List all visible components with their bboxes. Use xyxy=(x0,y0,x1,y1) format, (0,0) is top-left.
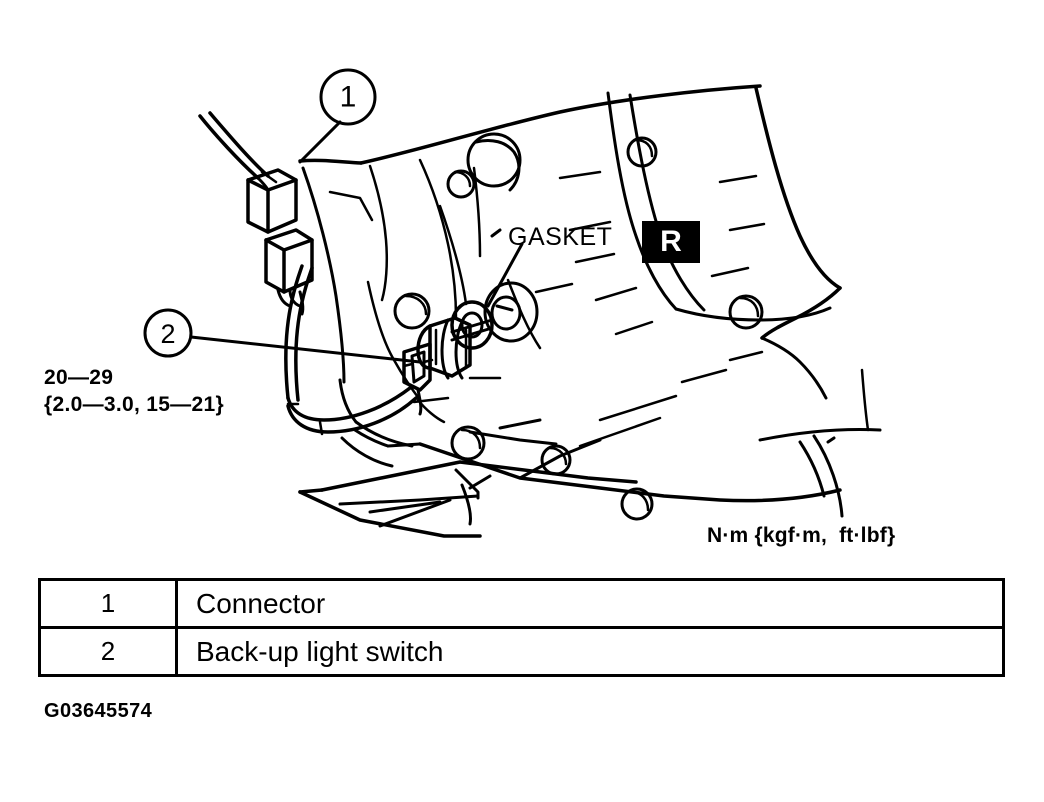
part-number-cell: 1 xyxy=(38,578,178,629)
part-name-cell: Back-up light switch xyxy=(175,626,1005,677)
parts-legend-table: 1 Connector 2 Back-up light switch xyxy=(38,578,1005,677)
figure-id-label: G03645574 xyxy=(44,700,153,722)
table-row: 1 Connector xyxy=(38,578,1005,629)
callout-2-number: 2 xyxy=(160,319,175,349)
callout-1-number: 1 xyxy=(340,81,357,114)
torque-unit-note: N·m {kgf·m, ft·lbf} xyxy=(707,524,896,547)
table-row: 2 Back-up light switch xyxy=(38,626,1005,677)
part-name-cell: Connector xyxy=(175,578,1005,629)
replacement-part-badge: R xyxy=(642,221,700,263)
gasket-label: GASKET xyxy=(508,223,613,251)
part-number-cell: 2 xyxy=(38,626,178,677)
torque-spec-label: 20—29 {2.0—3.0, 15—21} xyxy=(44,366,224,416)
